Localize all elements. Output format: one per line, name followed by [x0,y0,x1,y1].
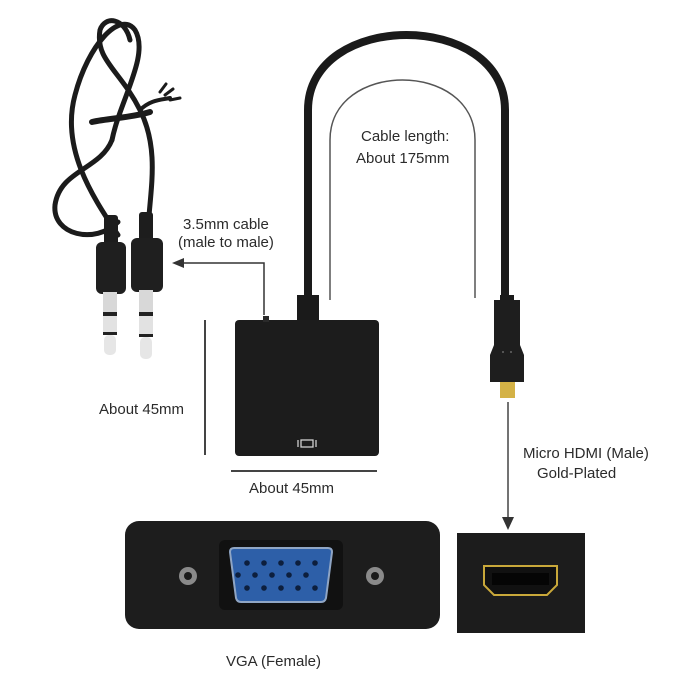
arrow-left-icon [172,258,184,268]
micro-hdmi-label: Micro HDMI (Male) Gold-Plated [523,444,649,484]
vga-pins [235,560,318,591]
annotation-audio [180,262,265,315]
micro-hdmi-label-line1: Micro HDMI (Male) [523,445,649,462]
cable-length-label-line2: About 175mm [356,150,450,167]
micro-hdmi-plug [490,295,524,398]
arrow-down-icon [502,517,514,530]
height-dimension-label: About 45mm [99,401,185,418]
audio-cable-label-line1: 3.5mm cable [182,216,269,233]
adapter-strain-relief [297,295,319,325]
adapter-body [235,320,379,456]
audio-cable [52,18,182,238]
vga-symbol-icon [297,439,317,448]
vga-screw-left [179,567,197,585]
audio-plug-left [96,215,126,355]
vga-port [228,547,334,603]
audio-cable-label: 3.5mm cable (male to male) [178,216,274,252]
micro-hdmi-label-line2: Gold-Plated [537,465,617,482]
audio-plug-right [131,212,163,359]
vga-screw-right [366,567,384,585]
vga-port-label: VGA (Female) [226,653,322,670]
cable-length-label: Cable length: About 175mm [356,126,449,170]
cable-length-guide [329,79,476,300]
hdmi-cable [304,31,509,300]
cable-length-label-line1: Cable length: [361,128,450,145]
audio-cable-label-line2: (male to male) [178,234,274,251]
width-dimension-label: About 45mm [249,480,335,497]
